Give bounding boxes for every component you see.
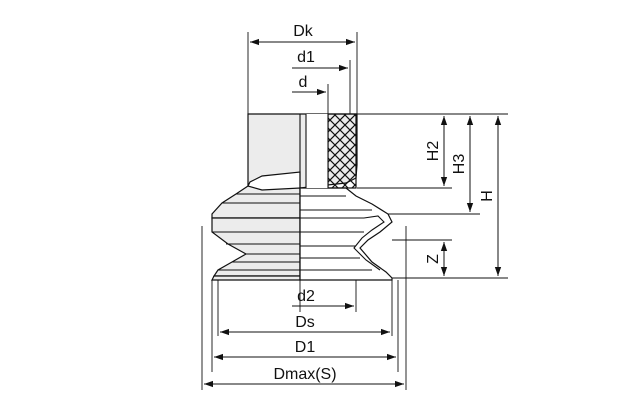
- label-d2: d2: [297, 288, 315, 305]
- label-dk: Dk: [293, 23, 314, 40]
- upper-bellow: [211, 185, 301, 219]
- label-h2: H2: [425, 141, 442, 162]
- insert-bore: [306, 114, 328, 188]
- middle-bellow: [211, 217, 301, 277]
- lower-lip: [211, 275, 301, 281]
- section-right: [299, 187, 393, 281]
- label-h: H: [479, 190, 496, 202]
- cup-body: [211, 113, 393, 281]
- label-h3: H3: [451, 154, 468, 175]
- dimension-lines: [204, 38, 502, 388]
- extension-lines: [201, 32, 508, 390]
- label-d: d: [299, 74, 308, 91]
- label-d1: d1: [297, 49, 315, 66]
- label-dmax: Dmax(S): [273, 366, 336, 383]
- hatched-insert: [327, 113, 357, 189]
- section-lines: [212, 114, 385, 280]
- label-ds: Ds: [295, 314, 315, 331]
- label-z: Z: [425, 254, 442, 264]
- label-d1-bottom: D1: [295, 339, 316, 356]
